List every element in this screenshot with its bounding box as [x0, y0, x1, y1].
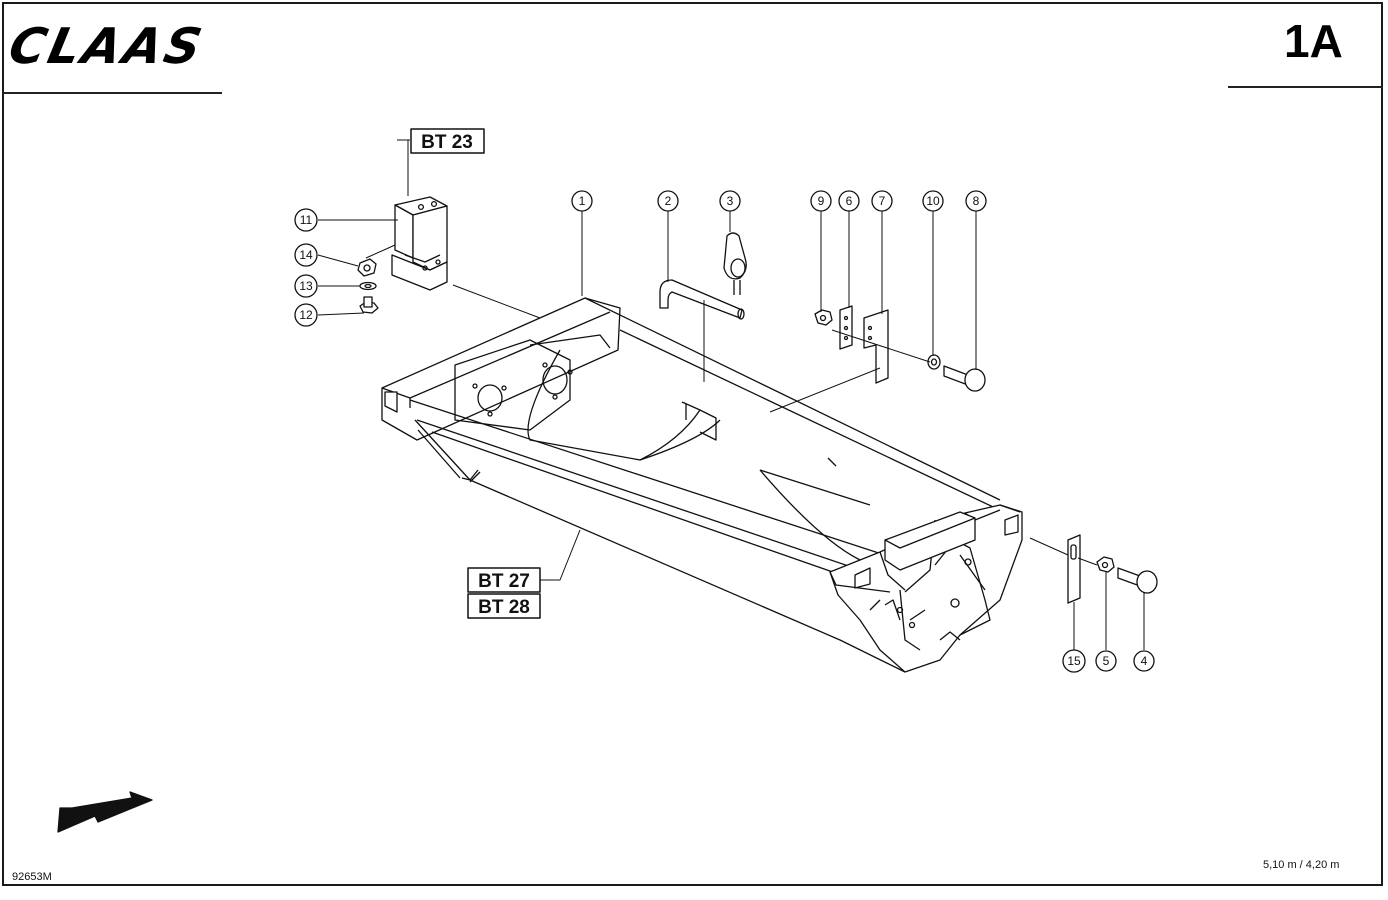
drawing-frame — [2, 2, 1383, 886]
direction-arrow-icon — [57, 791, 153, 833]
callout-1: 1 — [579, 194, 586, 208]
callout-9: 9 — [818, 194, 825, 208]
reference-boxes — [410, 128, 541, 619]
callout-13: 13 — [299, 279, 313, 293]
sheet-number: 1A — [1284, 15, 1343, 67]
callout-11: 11 — [300, 213, 313, 227]
callout-12: 12 — [299, 308, 313, 322]
callout-2: 2 — [665, 194, 672, 208]
reference-bt28: BT 28 — [478, 597, 530, 618]
assembly-leader-lines — [365, 244, 1098, 566]
reference-bt27: BT 27 — [478, 571, 530, 592]
lynch-pin-part-3 — [723, 232, 747, 295]
callout-14: 14 — [299, 248, 313, 262]
callout-3: 3 — [727, 194, 734, 208]
callout-8: 8 — [973, 194, 980, 208]
fastener-group-6-7-8-9-10 — [814, 305, 986, 392]
callout-7: 7 — [879, 194, 886, 208]
header-rule-right — [1228, 86, 1383, 88]
bracket-part-11 — [391, 196, 448, 291]
callout-circles — [294, 190, 1155, 673]
callout-4: 4 — [1141, 654, 1148, 668]
callout-6: 6 — [846, 194, 853, 208]
callout-10: 10 — [926, 194, 940, 208]
reference-bt23: BT 23 — [421, 132, 473, 153]
header-rule-left — [2, 92, 222, 94]
fasteners-12-13-14 — [357, 258, 379, 314]
callout-15: 15 — [1067, 654, 1081, 668]
pin-part-2 — [659, 279, 745, 320]
callout-leaders — [317, 139, 1145, 650]
header-frame — [381, 297, 1023, 673]
fastener-group-4-5-15 — [1067, 534, 1158, 604]
drawing-number: 92653M — [12, 871, 52, 883]
callout-5: 5 — [1103, 654, 1110, 668]
spec-label: 5,10 m / 4,20 m — [1263, 859, 1340, 871]
